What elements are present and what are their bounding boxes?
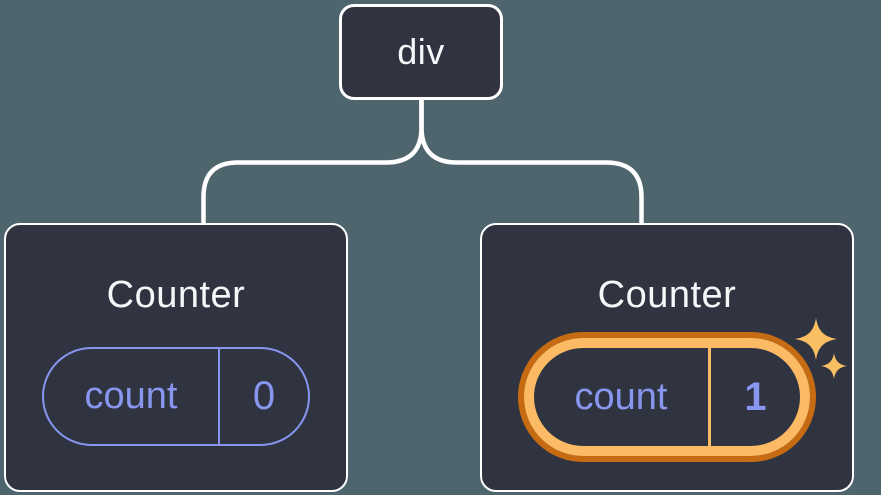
component-card-right: Counter count 1 xyxy=(480,223,854,492)
state-value: 0 xyxy=(252,374,276,418)
root-node: div xyxy=(339,4,503,100)
connector-left-branch xyxy=(201,100,424,225)
component-card-left: Counter count 0 xyxy=(4,223,348,492)
state-pill-highlight-ring: count 1 xyxy=(524,338,810,456)
state-pill: count 0 xyxy=(42,347,310,446)
card-title: Counter xyxy=(597,274,737,316)
root-node-label: div xyxy=(397,31,445,72)
sparkles-icon xyxy=(795,318,847,379)
state-value: 1 xyxy=(744,374,767,419)
connector-right-branch xyxy=(419,100,644,225)
state-key: count xyxy=(534,348,711,446)
card-title: Counter xyxy=(106,274,246,316)
state-key: count xyxy=(44,349,220,444)
state-pill-highlighted: count 1 xyxy=(518,332,816,462)
sparkle-large xyxy=(795,318,837,360)
sparkle-small xyxy=(821,353,847,379)
